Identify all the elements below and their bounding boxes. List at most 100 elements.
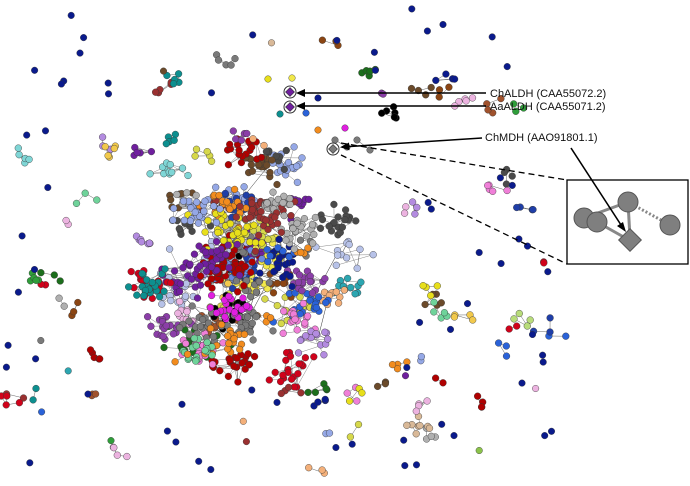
network-node (98, 133, 107, 141)
network-node (57, 80, 65, 88)
network-node (286, 272, 294, 280)
network-node (314, 94, 322, 102)
network-node (180, 216, 189, 224)
network-node (227, 61, 235, 69)
network-node (305, 464, 313, 472)
network-node (148, 278, 156, 287)
network-node (285, 253, 293, 261)
network-node (201, 197, 209, 205)
network-node (277, 228, 286, 237)
network-node (32, 355, 40, 363)
network-node (171, 267, 179, 275)
network-node (146, 170, 154, 178)
network-node (295, 271, 304, 279)
network-node (222, 251, 230, 259)
chaldh-node[interactable] (283, 85, 297, 99)
network-node (91, 390, 100, 398)
network-node (3, 392, 11, 400)
network-node (62, 216, 70, 225)
network-node (182, 339, 190, 348)
network-node (548, 427, 556, 435)
network-node (416, 318, 424, 326)
chmdh-node[interactable] (326, 142, 340, 156)
network-node (207, 324, 215, 333)
network-node (488, 33, 496, 41)
network-node (221, 313, 229, 321)
network-node (510, 315, 518, 323)
network-node (318, 36, 327, 44)
network-node (210, 202, 218, 210)
network-node (243, 129, 251, 138)
network-node (166, 161, 174, 169)
network-node (293, 178, 302, 187)
network-node (170, 80, 178, 88)
network-node (402, 203, 410, 211)
network-node (214, 56, 223, 64)
network-node (19, 394, 28, 402)
network-node (244, 350, 252, 358)
network-node (158, 300, 166, 308)
network-node (325, 429, 334, 437)
network-node (512, 107, 520, 115)
network-node (425, 424, 434, 432)
network-node (450, 313, 459, 321)
network-node (181, 292, 190, 300)
network-node (338, 223, 347, 231)
network-node (356, 245, 364, 253)
network-node (188, 302, 196, 310)
network-node (371, 66, 379, 74)
network-node (285, 383, 293, 392)
network-node (42, 127, 50, 135)
network-node (224, 241, 232, 249)
network-node (351, 290, 359, 298)
network-node (229, 284, 237, 293)
network-node (388, 361, 397, 369)
network-node (312, 304, 321, 312)
network-node (201, 346, 209, 355)
network-node (200, 207, 208, 215)
network-node (169, 330, 178, 338)
chmdh-arrow (341, 137, 483, 148)
network-node (269, 327, 277, 335)
network-node (374, 382, 382, 391)
network-node (508, 172, 516, 180)
network-node (310, 353, 318, 361)
network-node (18, 232, 26, 240)
network-node (335, 299, 343, 307)
network-node (427, 432, 435, 440)
network-node (208, 351, 216, 359)
network-node (212, 183, 220, 191)
network-node (268, 39, 276, 47)
network-node (233, 354, 241, 362)
chaldh-label: ChALDH (CAA55072.2) (490, 88, 606, 100)
network-edge (301, 281, 323, 291)
network-node (450, 432, 458, 440)
network-node (197, 272, 205, 280)
network-node (236, 202, 244, 211)
network-node (295, 360, 303, 368)
network-node (190, 334, 198, 342)
network-node (176, 324, 184, 332)
network-node (240, 228, 249, 237)
network-node (502, 180, 511, 188)
network-node (262, 147, 271, 156)
network-node (248, 319, 256, 327)
aaaldh-node[interactable] (283, 100, 297, 114)
network-node (14, 144, 22, 152)
network-node (138, 269, 146, 278)
network-node (226, 220, 235, 228)
network-node (183, 189, 191, 197)
network-node (475, 248, 483, 256)
network-edge (296, 356, 314, 388)
network-node (401, 462, 409, 470)
network-node (288, 375, 296, 383)
network-node (161, 265, 169, 273)
network-node (37, 269, 45, 277)
network-node (249, 336, 257, 344)
network-node (409, 198, 417, 206)
network-node (249, 135, 257, 143)
network-node (26, 459, 34, 467)
network-node (513, 203, 521, 212)
network-node (104, 79, 112, 87)
highlighted-nodes (283, 85, 340, 156)
